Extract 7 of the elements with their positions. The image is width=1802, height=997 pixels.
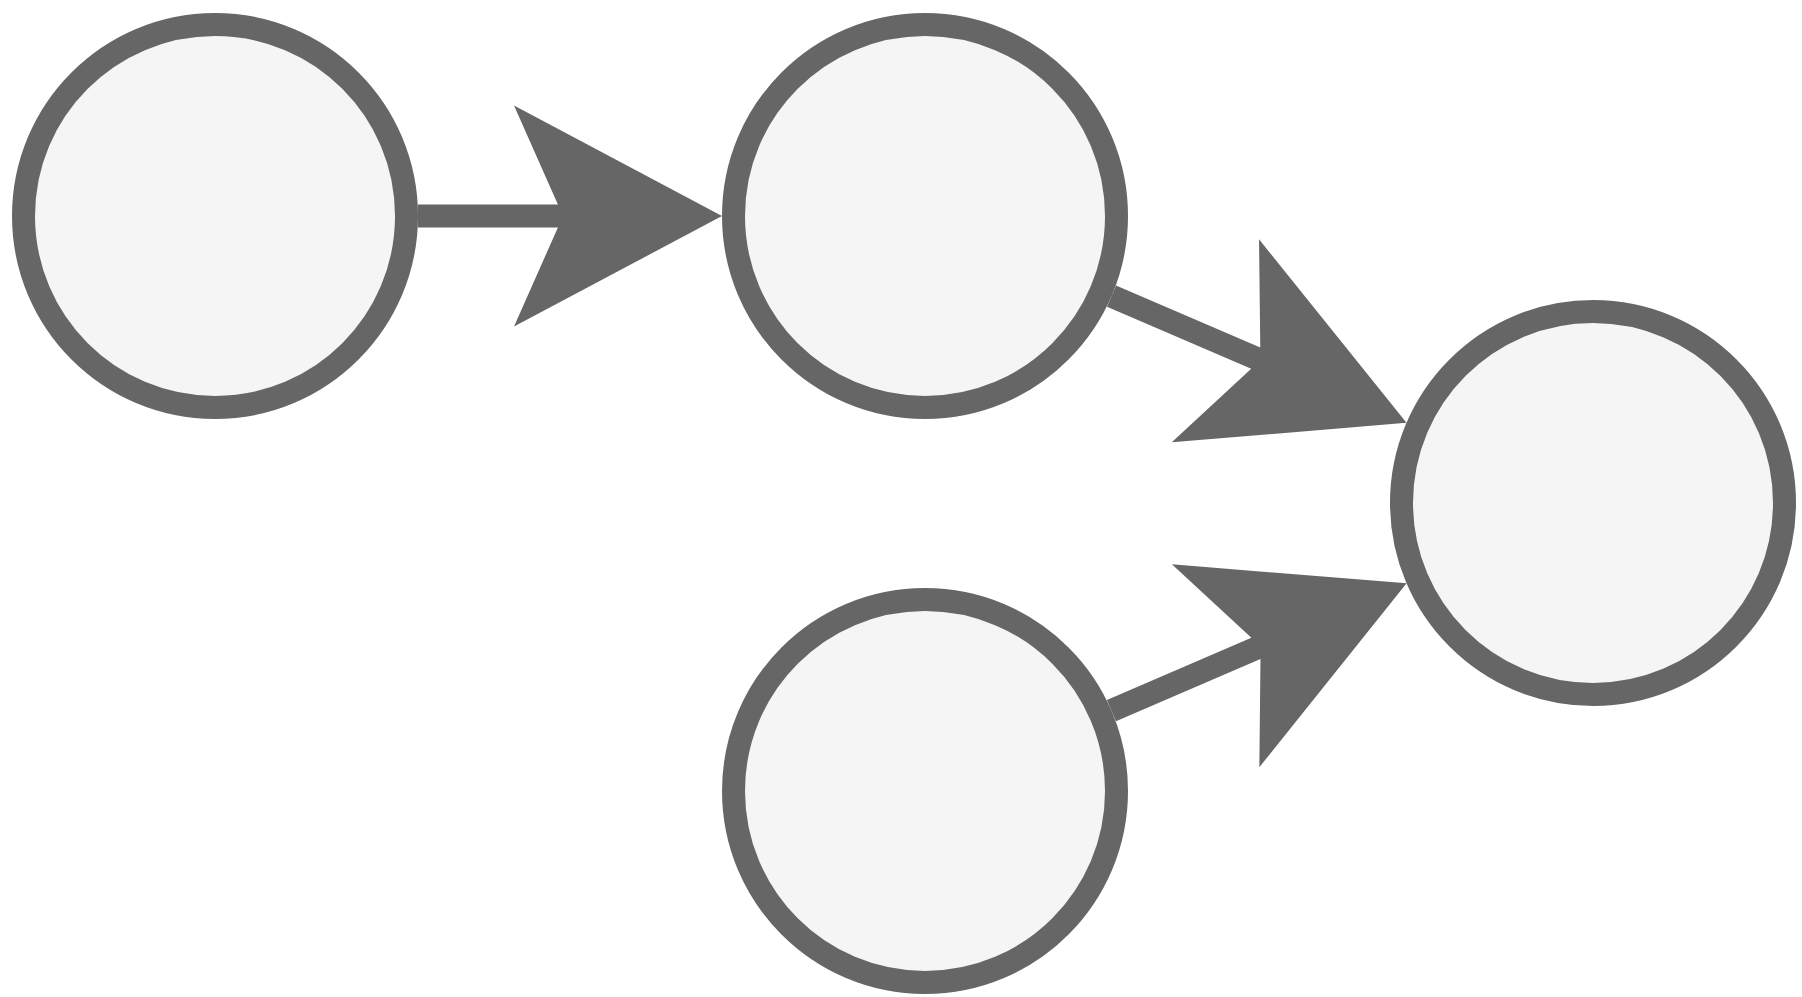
- circle: [1390, 300, 1796, 706]
- circle: [722, 588, 1128, 994]
- circle: [722, 13, 1128, 419]
- arrow: [418, 105, 722, 327]
- arrow: [1106, 564, 1407, 768]
- circle: [12, 13, 418, 419]
- arrow: [1106, 239, 1407, 443]
